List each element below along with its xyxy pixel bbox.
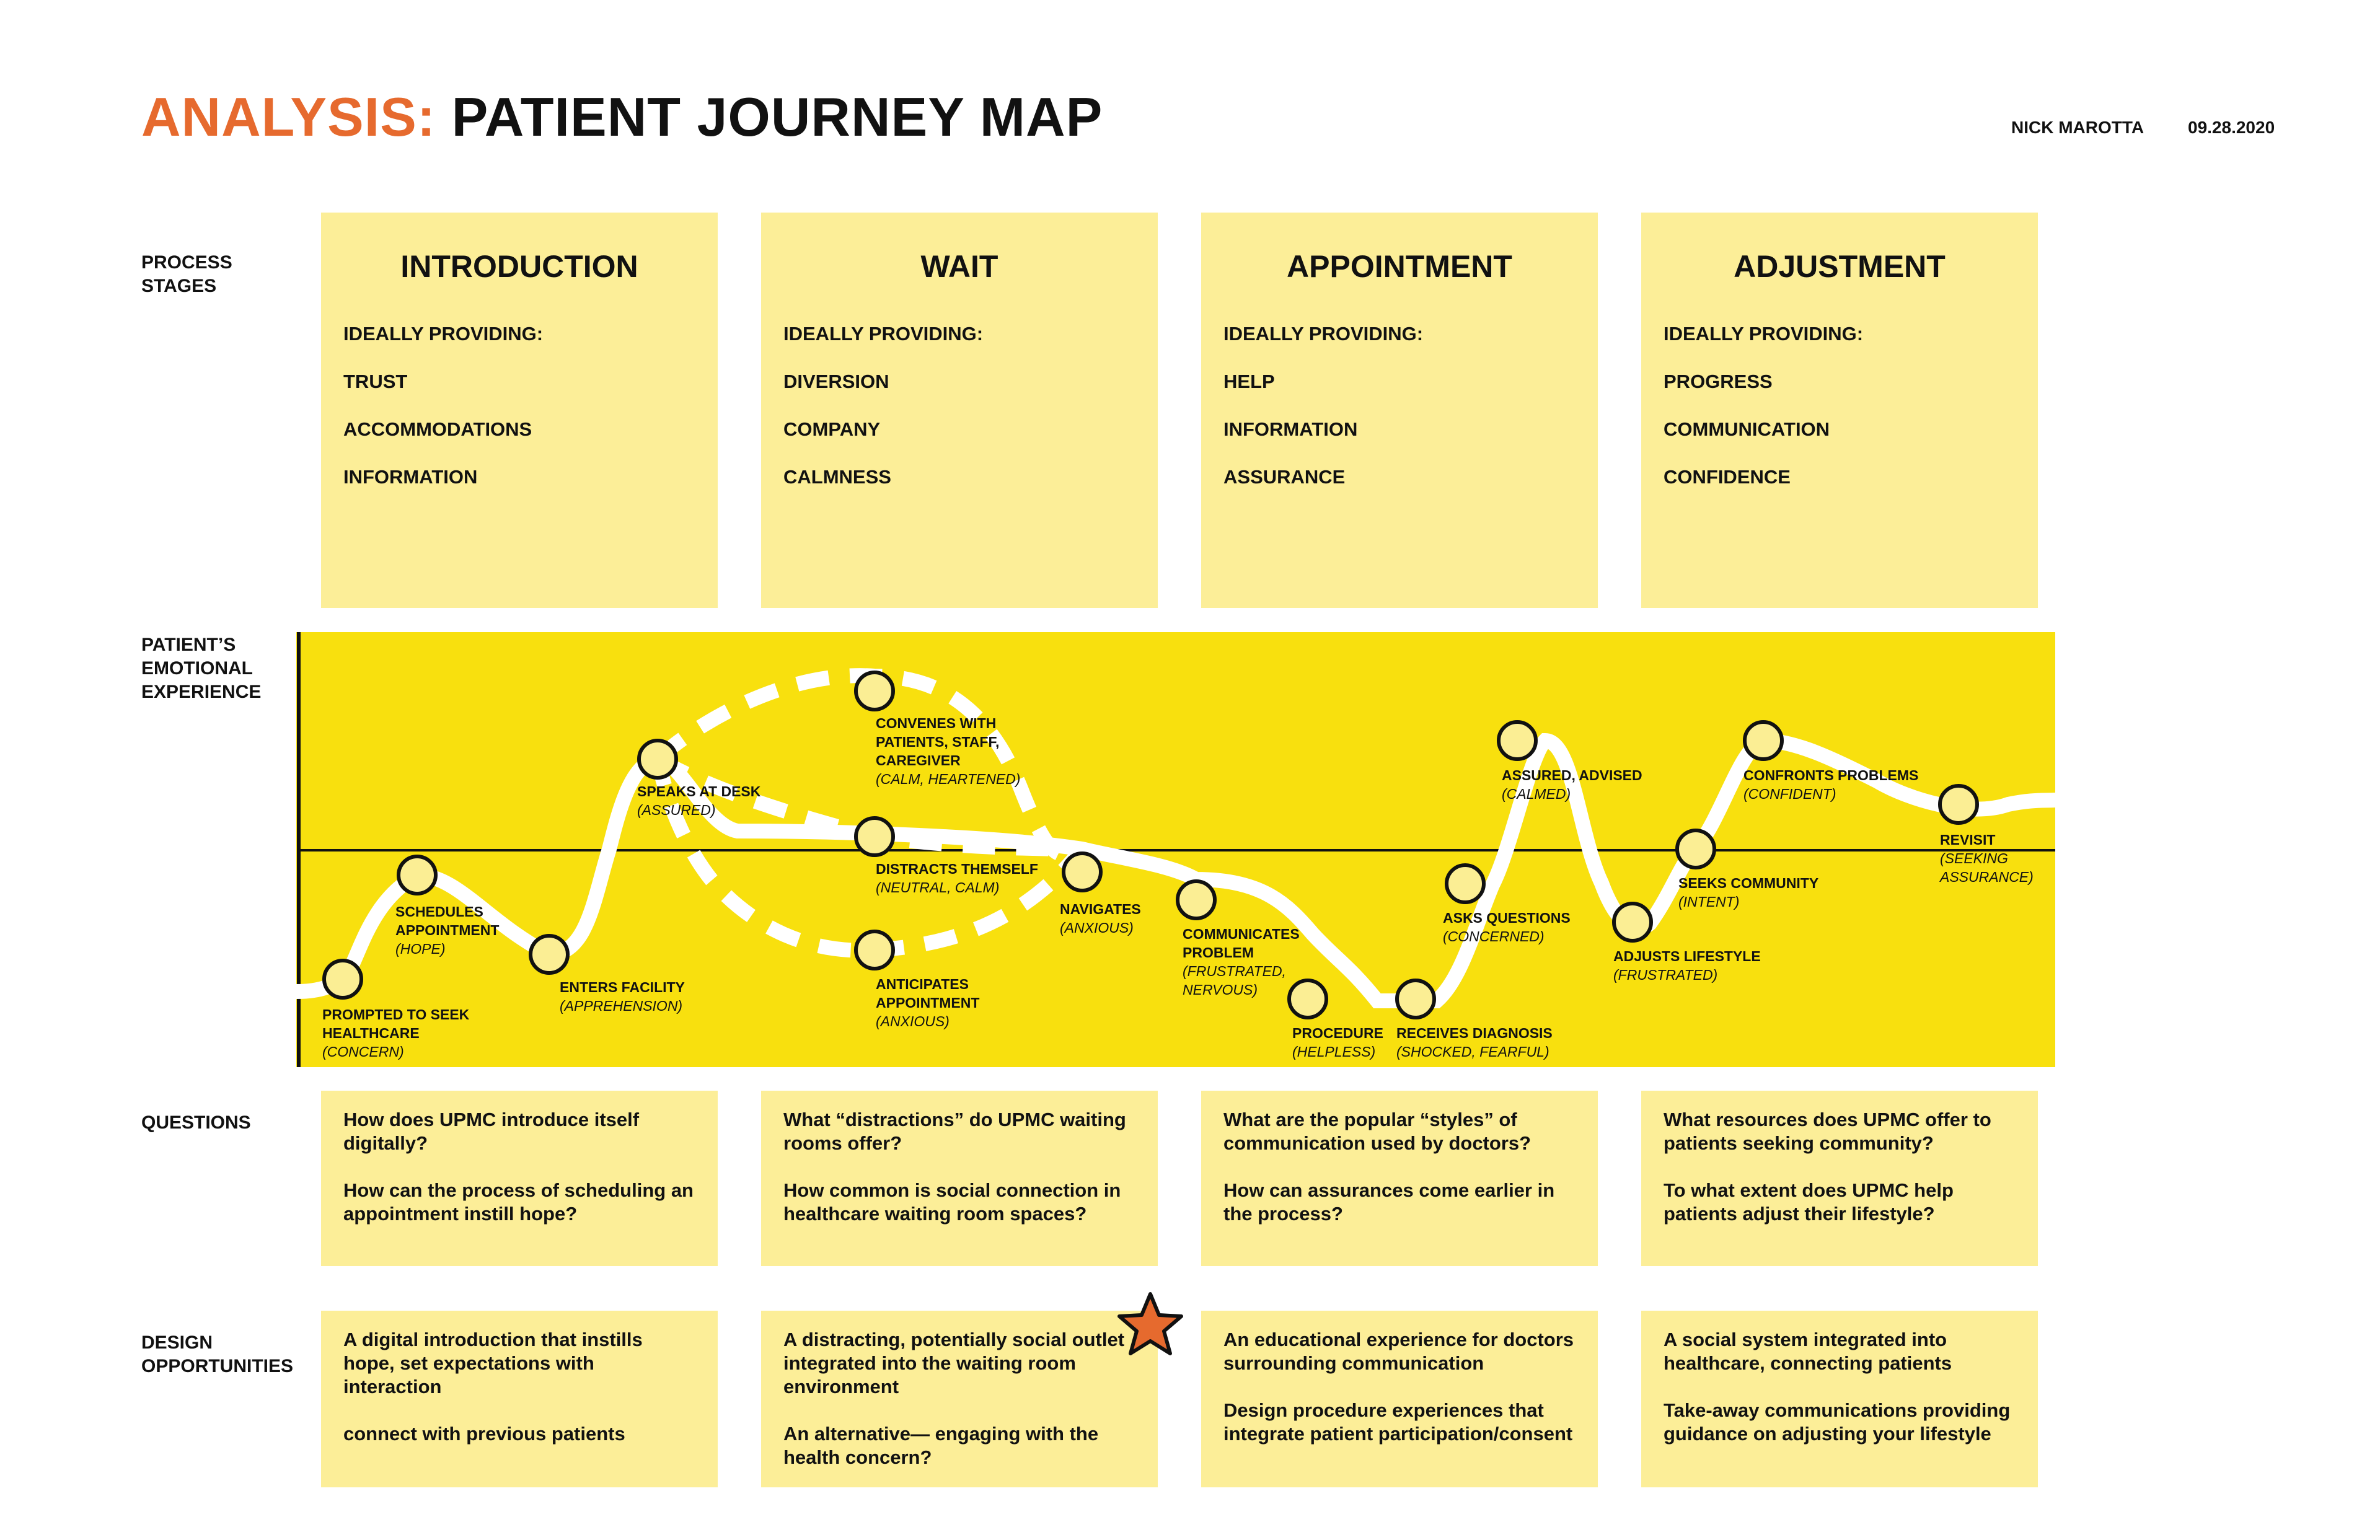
stage-line: DIVERSION: [783, 371, 889, 392]
node-enters-facility[interactable]: [529, 934, 570, 975]
question-text: How can assurances come earlier in the p…: [1223, 1179, 1555, 1225]
question-text: How does UPMC introduce itself digitally…: [343, 1109, 640, 1154]
question-text: How common is social connection in healt…: [783, 1179, 1121, 1225]
questions-card-appointment: What are the popular “styles” of communi…: [1201, 1091, 1598, 1266]
date: 09.28.2020: [2188, 118, 2275, 137]
question-text: What “distractions” do UPMC waiting room…: [783, 1109, 1126, 1154]
opportunity-card-adjustment: A social system integrated into healthca…: [1641, 1311, 2038, 1487]
title-accent: ANALYSIS:: [141, 86, 436, 147]
node-convenes[interactable]: [854, 671, 895, 711]
stage-line: IDEALLY PROVIDING:: [783, 323, 984, 345]
node-distracts[interactable]: [854, 816, 895, 857]
node-receives-diagnosis[interactable]: [1395, 979, 1436, 1019]
stage-title: APPOINTMENT: [1287, 249, 1512, 284]
opportunity-text: A digital introduction that instills hop…: [343, 1329, 643, 1397]
node-asks-questions[interactable]: [1445, 863, 1486, 904]
stage-line: ACCOMMODATIONS: [343, 418, 532, 440]
stage-line: CONFIDENCE: [1664, 466, 1791, 488]
stage-card-adjustment: ADJUSTMENT IDEALLY PROVIDING: PROGRESS C…: [1641, 213, 2038, 608]
opportunity-card-wait: A distracting, potentially social outlet…: [761, 1311, 1158, 1487]
stage-card-appointment: APPOINTMENT IDEALLY PROVIDING: HELP INFO…: [1201, 213, 1598, 608]
stage-line: IDEALLY PROVIDING:: [1664, 323, 1864, 345]
stage-line: PROGRESS: [1664, 371, 1773, 392]
stage-card-introduction: INTRODUCTION IDEALLY PROVIDING: TRUST AC…: [321, 213, 718, 608]
opportunity-text: connect with previous patients: [343, 1423, 625, 1445]
questions-card-wait: What “distractions” do UPMC waiting room…: [761, 1091, 1158, 1266]
opportunity-text: A distracting, potentially social outlet…: [783, 1329, 1125, 1397]
node-navigates[interactable]: [1062, 851, 1103, 892]
journey-curve: [296, 733, 2055, 1008]
stage-title: INTRODUCTION: [400, 249, 638, 284]
stage-line: INFORMATION: [343, 466, 478, 488]
node-speaks-at-desk[interactable]: [637, 739, 678, 780]
stage-line: INFORMATION: [1223, 418, 1358, 440]
node-adjusts-lifestyle[interactable]: [1612, 902, 1653, 943]
stage-line: IDEALLY PROVIDING:: [343, 323, 544, 345]
opportunity-card-appointment: An educational experience for doctors su…: [1201, 1311, 1598, 1487]
questions-card-adjustment: What resources does UPMC offer to patien…: [1641, 1091, 2038, 1266]
node-procedure[interactable]: [1287, 979, 1328, 1019]
row-label-process-stages: PROCESS STAGES: [141, 252, 232, 296]
stage-line: COMPANY: [783, 418, 881, 440]
node-anticipates[interactable]: [854, 930, 895, 970]
stage-card-wait: WAIT IDEALLY PROVIDING: DIVERSION COMPAN…: [761, 213, 1158, 608]
node-prompted[interactable]: [322, 959, 363, 1000]
opportunity-text: An alternative— engaging with the health…: [783, 1423, 1099, 1468]
question-text: How can the process of scheduling an app…: [343, 1179, 694, 1225]
opportunity-text: Take-away communications providing guida…: [1664, 1399, 2011, 1445]
row-label-emotional-experience: PATIENT’S EMOTIONAL EXPERIENCE: [141, 635, 262, 702]
opportunity-text: Design procedure experiences that integr…: [1223, 1399, 1573, 1445]
stage-line: CALMNESS: [783, 466, 891, 488]
node-confronts[interactable]: [1743, 720, 1784, 761]
stage-line: COMMUNICATION: [1664, 418, 1830, 440]
question-text: What resources does UPMC offer to patien…: [1664, 1109, 1991, 1154]
questions-card-introduction: How does UPMC introduce itself digitally…: [321, 1091, 718, 1266]
question-text: To what extent does UPMC help patients a…: [1664, 1179, 1954, 1225]
stage-line: IDEALLY PROVIDING:: [1223, 323, 1424, 345]
stage-title: ADJUSTMENT: [1734, 249, 1946, 284]
stage-line: HELP: [1223, 371, 1275, 392]
emotion-journey-band: [296, 632, 2055, 1067]
node-revisit[interactable]: [1938, 784, 1979, 825]
row-label-design-opportunities: DESIGN OPPORTUNITIES: [141, 1332, 294, 1376]
node-schedules[interactable]: [397, 855, 438, 895]
highlight-star-icon: [1117, 1292, 1183, 1355]
journey-nodes: [322, 671, 1979, 1019]
author-name: NICK MAROTTA: [2011, 118, 2144, 137]
opportunity-text: An educational experience for doctors su…: [1223, 1329, 1574, 1374]
stage-line: TRUST: [343, 371, 408, 392]
title-main: PATIENT JOURNEY MAP: [436, 86, 1103, 147]
opportunity-card-introduction: A digital introduction that instills hop…: [321, 1311, 718, 1487]
page-title: ANALYSIS: PATIENT JOURNEY MAP: [141, 86, 1103, 149]
node-seeks-community[interactable]: [1675, 829, 1716, 869]
stage-line: ASSURANCE: [1223, 466, 1346, 488]
stage-title: WAIT: [920, 249, 998, 284]
opportunity-text: A social system integrated into healthca…: [1664, 1329, 1952, 1374]
node-communicates[interactable]: [1176, 879, 1217, 920]
question-text: What are the popular “styles” of communi…: [1223, 1109, 1532, 1154]
node-assured[interactable]: [1497, 720, 1538, 761]
row-label-questions: QUESTIONS: [141, 1112, 251, 1133]
